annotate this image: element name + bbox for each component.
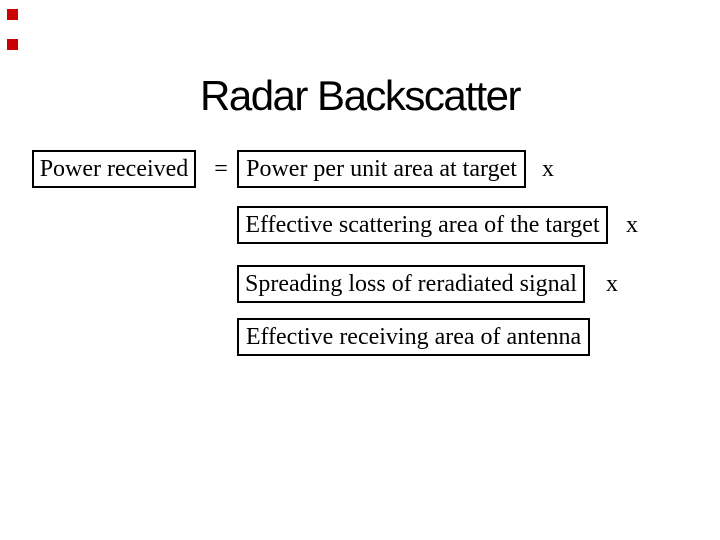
multiply-sign: x (626, 212, 638, 238)
red-square-marker (7, 9, 18, 20)
term-box-spreading-loss: Spreading loss of reradiated signal (237, 265, 585, 303)
red-square-marker (7, 39, 18, 50)
equals-sign: = (214, 156, 228, 182)
multiply-sign: x (606, 271, 618, 297)
term-box-effective-receiving-area: Effective receiving area of antenna (237, 318, 590, 356)
multiply-sign: x (542, 156, 554, 182)
term-box-effective-scattering-area: Effective scattering area of the target (237, 206, 608, 244)
slide-title: Radar Backscatter (200, 72, 521, 119)
term-box-power-per-unit-area: Power per unit area at target (237, 150, 526, 188)
power-received-box: Power received (32, 150, 196, 188)
